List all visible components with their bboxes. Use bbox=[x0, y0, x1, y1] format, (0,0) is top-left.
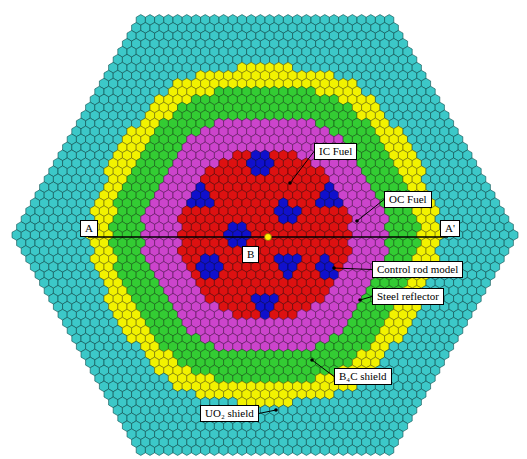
assembly-grid bbox=[12, 15, 518, 456]
